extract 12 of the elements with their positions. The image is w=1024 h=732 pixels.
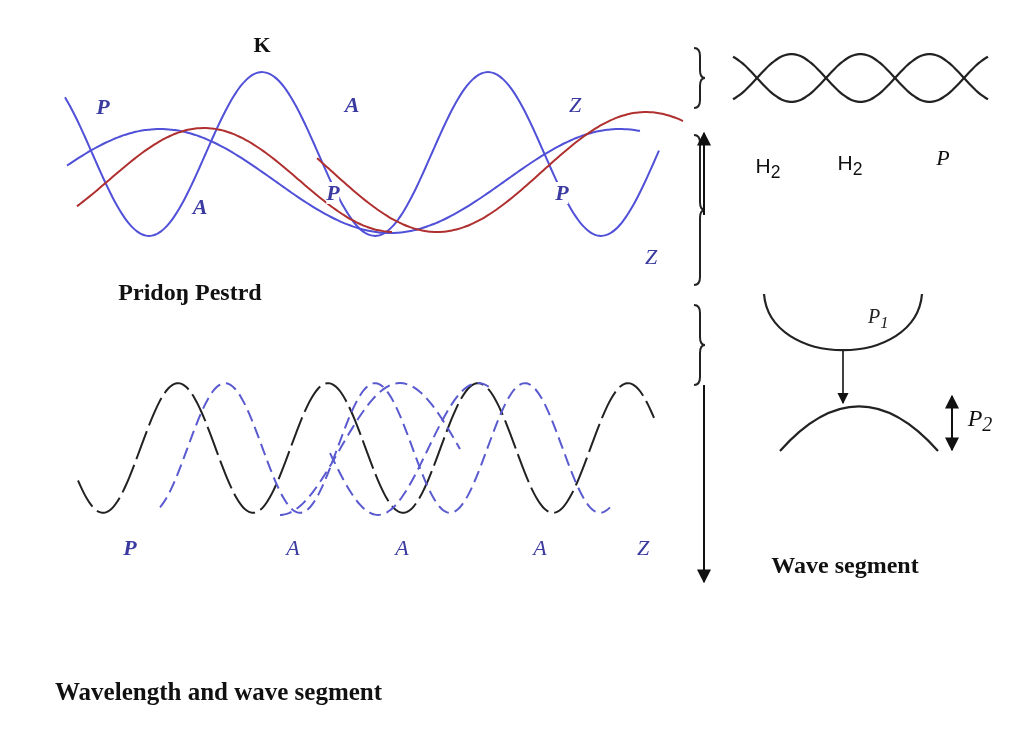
arrow	[837, 349, 849, 405]
symbol-label: H$_{2}$	[837, 151, 863, 179]
diagram-title: Wavelength and wave segment	[55, 678, 383, 706]
section-heading: Pridoŋ Pestrd	[118, 280, 262, 304]
node-label: P$_{1}$	[868, 306, 889, 332]
point-letter: P	[326, 182, 340, 204]
dimension-label: P$_{2}$	[967, 405, 993, 435]
axis-letter: K	[253, 34, 271, 56]
point-letter: P	[555, 182, 569, 204]
arch-curve	[778, 405, 940, 453]
symbol-label: H$_{2}$	[755, 154, 781, 182]
section-heading: Wave segment	[771, 553, 919, 577]
